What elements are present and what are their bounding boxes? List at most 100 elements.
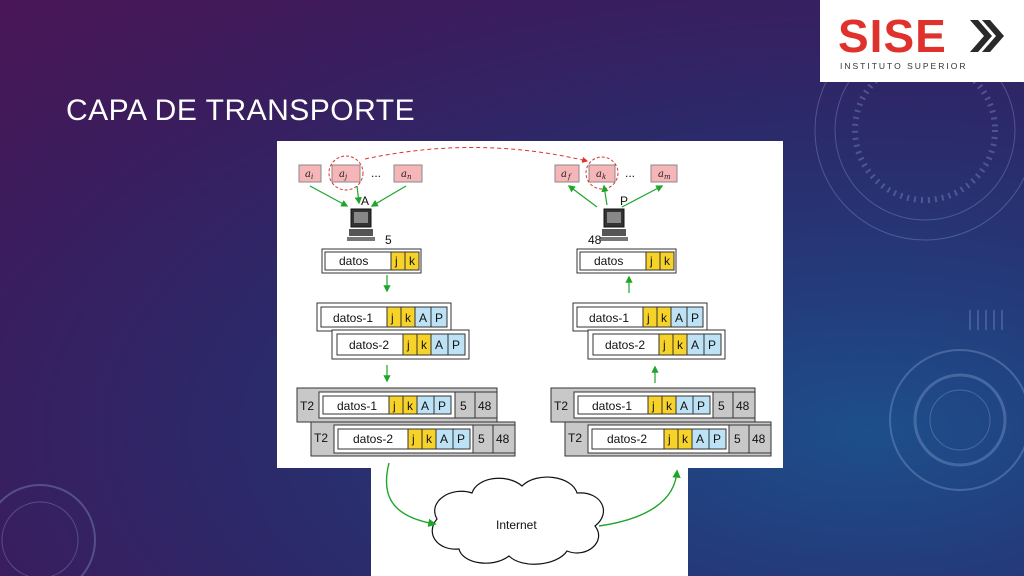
header-cell: A bbox=[435, 338, 443, 352]
app-sub: j bbox=[343, 173, 348, 181]
app-box bbox=[298, 164, 322, 183]
app-label: a bbox=[401, 169, 407, 180]
host-label-left: A bbox=[361, 194, 369, 208]
header-cell: A bbox=[680, 399, 688, 413]
internet-cloud: Internet bbox=[431, 476, 605, 565]
packet-data: datos-2 bbox=[607, 432, 647, 446]
segment-data: datos-1 bbox=[333, 311, 373, 325]
app-sub: m bbox=[664, 173, 671, 181]
header-cell: j bbox=[394, 254, 398, 268]
app-label: a bbox=[339, 169, 345, 180]
header-cell: P bbox=[691, 311, 699, 325]
segment-data: datos-2 bbox=[349, 338, 389, 352]
chevron-right-icon bbox=[970, 20, 992, 52]
header-cell: 48 bbox=[752, 432, 766, 446]
right-transport-segments: datos-1 j k A P datos-2 j k A P bbox=[572, 302, 726, 360]
header-cell: A bbox=[421, 399, 429, 413]
header-cell: k bbox=[661, 311, 668, 325]
network-header: T2 bbox=[300, 399, 314, 413]
header-cell: k bbox=[677, 338, 684, 352]
app-label: a bbox=[305, 169, 311, 180]
left-network-packets: T2 datos-1 j k A P 5 48 T2 datos-2 j k A… bbox=[296, 387, 516, 457]
app-label: a bbox=[561, 169, 567, 180]
app-box bbox=[393, 164, 423, 183]
port-label-left: 5 bbox=[385, 233, 392, 247]
header-cell: A bbox=[440, 432, 448, 446]
header-cell: A bbox=[419, 311, 427, 325]
header-cell: A bbox=[675, 311, 683, 325]
header-cell: j bbox=[649, 254, 653, 268]
header-cell: k bbox=[666, 399, 673, 413]
logo-brand: SISE bbox=[838, 10, 947, 62]
cloud-icon bbox=[431, 476, 605, 565]
network-header: T2 bbox=[314, 431, 328, 445]
app-sub: f bbox=[567, 173, 572, 181]
ellipsis: ... bbox=[625, 166, 635, 180]
app-box bbox=[554, 164, 580, 183]
left-app-boxes: a i a j ... a n bbox=[298, 155, 423, 191]
right-data-packet: datos j k bbox=[576, 248, 677, 274]
data-label: datos bbox=[594, 254, 623, 268]
packet-data: datos-1 bbox=[592, 399, 632, 413]
header-cell: j bbox=[406, 338, 410, 352]
slide-title: CAPA DE TRANSPORTE bbox=[66, 94, 416, 127]
chevron-right-icon bbox=[982, 20, 1004, 52]
segment-data: datos-2 bbox=[605, 338, 645, 352]
header-cell: 5 bbox=[478, 432, 485, 446]
header-cell: 48 bbox=[736, 399, 750, 413]
app-sub: n bbox=[407, 173, 412, 181]
receive-arrow bbox=[598, 469, 681, 527]
header-cell: 48 bbox=[496, 432, 510, 446]
header-cell: j bbox=[646, 311, 650, 325]
header-cell: P bbox=[697, 399, 705, 413]
header-cell: j bbox=[411, 432, 415, 446]
app-label: a bbox=[596, 169, 602, 180]
header-cell: j bbox=[667, 432, 671, 446]
host-label-right: P bbox=[620, 194, 628, 208]
packet-data: datos-2 bbox=[353, 432, 393, 446]
header-cell: P bbox=[708, 338, 716, 352]
header-cell: P bbox=[452, 338, 460, 352]
logo-subtitle: INSTITUTO SUPERIOR bbox=[840, 61, 967, 71]
app-label: a bbox=[658, 169, 664, 180]
send-arrow bbox=[385, 462, 437, 528]
segment-data: datos-1 bbox=[589, 311, 629, 325]
selected-app-ring bbox=[328, 155, 364, 191]
app-sub: i bbox=[311, 173, 313, 181]
logo-box: SISE INSTITUTO SUPERIOR bbox=[820, 0, 1024, 82]
computer-icon bbox=[347, 208, 375, 241]
left-transport-segments: datos-1 j k A P datos-2 j k A P bbox=[316, 302, 470, 360]
transport-layer-diagram: a i a j ... a n A 5 datos j k bbox=[296, 147, 772, 565]
data-label: datos bbox=[339, 254, 368, 268]
header-cell: 48 bbox=[478, 399, 492, 413]
logical-connection bbox=[364, 147, 589, 163]
port-label-right: 48 bbox=[588, 233, 602, 247]
header-cell: A bbox=[696, 432, 704, 446]
packet-data: datos-1 bbox=[337, 399, 377, 413]
header-cell: 5 bbox=[460, 399, 467, 413]
selected-app-ring bbox=[585, 156, 619, 190]
computer-icon bbox=[600, 208, 628, 241]
right-network-packets: T2 datos-1 j k A P 5 48 T2 datos-2 j k A… bbox=[550, 387, 772, 457]
app-box bbox=[650, 164, 678, 183]
cloud-label: Internet bbox=[496, 518, 537, 532]
header-cell: k bbox=[409, 254, 416, 268]
sise-logo: SISE INSTITUTO SUPERIOR bbox=[838, 10, 1004, 71]
right-app-boxes: a f a k ... a m bbox=[554, 156, 678, 190]
header-cell: j bbox=[392, 399, 396, 413]
header-cell: j bbox=[651, 399, 655, 413]
header-cell: 5 bbox=[718, 399, 725, 413]
app-sub: k bbox=[602, 173, 606, 181]
header-cell: k bbox=[682, 432, 689, 446]
network-header: T2 bbox=[568, 431, 582, 445]
header-cell: j bbox=[662, 338, 666, 352]
header-cell: P bbox=[713, 432, 721, 446]
left-data-packet: datos j k bbox=[321, 248, 422, 274]
header-cell: k bbox=[407, 399, 414, 413]
header-cell: P bbox=[457, 432, 465, 446]
header-cell: k bbox=[664, 254, 671, 268]
ellipsis: ... bbox=[371, 166, 381, 180]
header-cell: P bbox=[438, 399, 446, 413]
network-header: T2 bbox=[554, 399, 568, 413]
header-cell: P bbox=[435, 311, 443, 325]
